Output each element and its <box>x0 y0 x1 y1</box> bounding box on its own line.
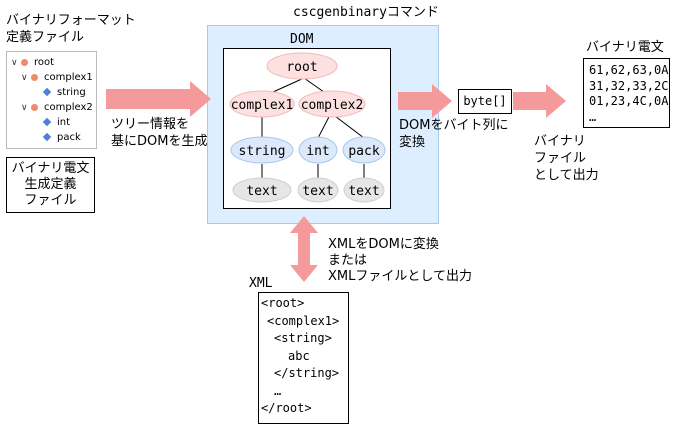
command-title: cscgenbinaryコマンド <box>293 5 439 20</box>
xml-line: </root> <box>261 401 312 415</box>
element-node-icon <box>31 73 38 81</box>
binary-out-label-3: として出力 <box>534 168 599 183</box>
xml-conversion-label-1: XMLをDOMに変換 <box>328 237 439 252</box>
tree-label: pack <box>57 132 81 143</box>
dom-node-root-label: root <box>286 60 317 75</box>
dom-node-int-label: int <box>306 144 329 159</box>
definition-tree-panel: ∨ root ∨ complex1 string ∨ complex2 int pac… <box>6 51 97 149</box>
dom-node-text-3 <box>343 177 385 203</box>
generation-def-line2: 生成定義 <box>24 177 77 192</box>
tree-label: int <box>57 117 71 128</box>
binary-message-title: バイナリ電文 <box>586 40 664 55</box>
xml-line: <root> <box>261 296 305 310</box>
xml-line: <string> <box>274 331 332 345</box>
dom-node-int <box>298 136 338 164</box>
dom-node-complex1-label: complex1 <box>231 98 294 113</box>
xml-conversion-label-3: XMLファイルとして出力 <box>328 269 472 284</box>
dom-node-pack-label: pack <box>348 144 379 159</box>
dom-title: DOM <box>290 32 314 47</box>
generation-definition-file-box: バイナリ電文 生成定義 ファイル <box>6 157 95 213</box>
tree-to-dom-label-1: ツリー情報を <box>111 117 190 132</box>
tree-label: complex1 <box>44 72 93 83</box>
dom-node-string-label: string <box>239 144 286 159</box>
tree-label: complex2 <box>44 102 93 113</box>
tree-row-pack[interactable]: pack <box>42 132 81 144</box>
dom-node-text-1 <box>232 177 292 203</box>
chevron-down-icon[interactable]: ∨ <box>21 103 28 113</box>
dom-node-root <box>266 52 338 80</box>
element-node-icon <box>31 103 38 111</box>
generation-def-line3: ファイル <box>24 193 77 208</box>
xml-conversion-label-2: または <box>328 253 368 268</box>
chevron-down-icon[interactable]: ∨ <box>11 58 18 68</box>
arrow-command-xml <box>290 216 318 282</box>
xml-box: <root> <complex1> <string> abc </string>… <box>258 292 349 424</box>
xml-title: XML <box>249 276 273 291</box>
dom-node-text-2 <box>297 177 339 203</box>
generation-def-line1: バイナリ電文 <box>11 161 90 176</box>
tree-row-complex1[interactable]: ∨ complex1 <box>21 72 93 84</box>
tree-to-dom-label-2: 基にDOMを生成 <box>111 134 208 149</box>
element-node-icon <box>21 58 28 66</box>
byte-array-box: byte[] <box>458 89 512 114</box>
binary-message-box: 61,62,63,0A 31,32,33,2C 01,23,4C,0A … <box>583 58 670 128</box>
arrow-bytes-to-binary <box>513 84 566 118</box>
dom-node-complex1 <box>229 90 295 118</box>
tree-row-string[interactable]: string <box>42 87 86 99</box>
tree-row-int[interactable]: int <box>42 117 71 129</box>
binary-line: 01,23,4C,0A <box>589 94 669 108</box>
arrow-dom-to-bytes <box>398 84 452 118</box>
xml-line: <complex1> <box>267 313 340 328</box>
xml-line: … <box>274 383 282 398</box>
dom-node-complex2 <box>298 90 366 118</box>
definition-file-title-line2: 定義ファイル <box>6 30 85 45</box>
dom-node-text-2-label: text <box>302 184 333 199</box>
arrow-tree-to-dom <box>106 81 211 117</box>
binary-out-label-2: ファイル <box>534 151 587 166</box>
binary-line: 31,32,33,2C <box>589 78 669 93</box>
dom-node-string <box>230 136 294 164</box>
dom-to-bytes-label-1: DOMをバイト列に <box>399 118 509 133</box>
binary-out-label-1: バイナリ <box>534 134 586 149</box>
binary-line: … <box>589 109 597 124</box>
tree-label: root <box>34 57 55 68</box>
xml-line: </string> <box>274 366 340 380</box>
tree-row-root[interactable]: ∨ root <box>11 57 54 69</box>
tree-label: string <box>57 87 86 98</box>
definition-file-title-line1: バイナリフォーマット <box>6 13 136 28</box>
chevron-down-icon[interactable]: ∨ <box>21 73 28 83</box>
dom-to-bytes-label-2: 変換 <box>399 135 426 150</box>
dom-node-complex2-label: complex2 <box>301 98 364 113</box>
tree-row-complex2[interactable]: ∨ complex2 <box>21 102 93 114</box>
binary-line: 61,62,63,0A <box>589 63 669 77</box>
dom-node-text-1-label: text <box>246 184 277 199</box>
dom-node-pack <box>342 136 386 164</box>
dom-node-text-3-label: text <box>348 184 379 199</box>
xml-line: abc <box>288 348 310 363</box>
